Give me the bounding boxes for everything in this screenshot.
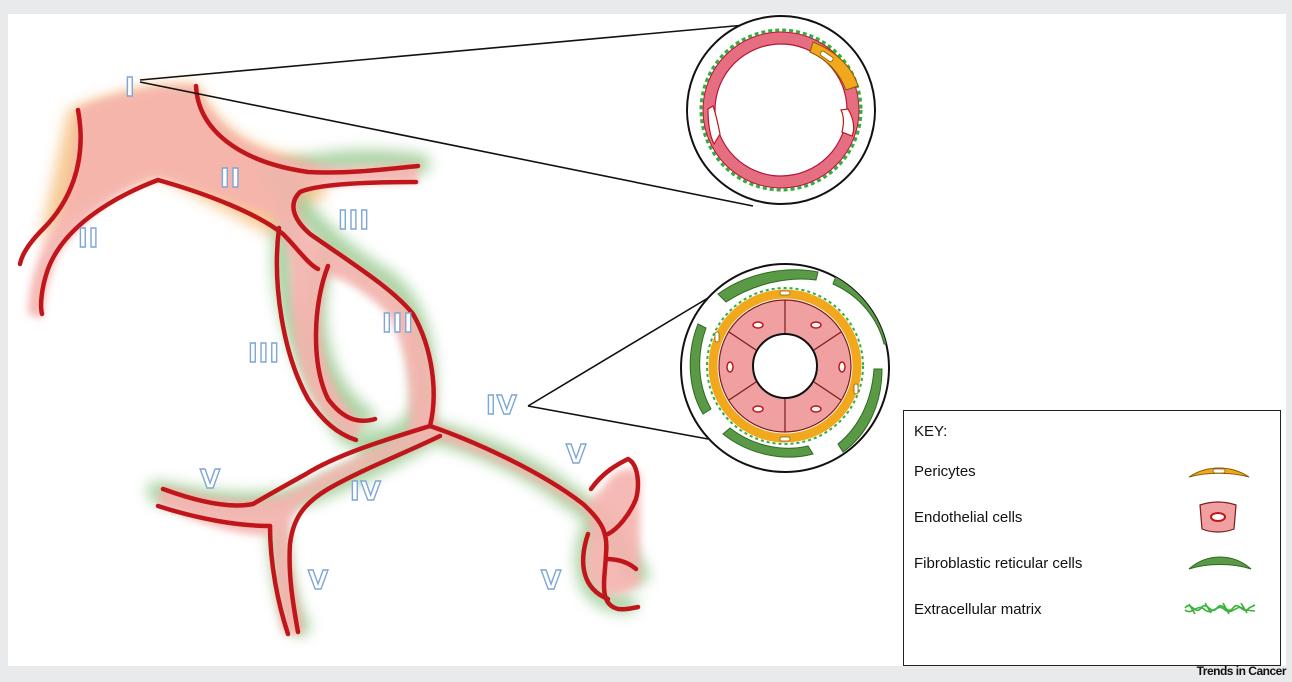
label-level-2: II (78, 224, 99, 254)
label-level-1: I (125, 73, 136, 103)
figure-canvas: I II II III III III IV IV V V V V KEY: P… (8, 14, 1286, 666)
key-item-fibroblastic-reticular-cells: Fibroblastic reticular cells (914, 555, 1082, 572)
label-level-5: V (308, 566, 329, 596)
key-item-extracellular-matrix: Extracellular matrix (914, 601, 1042, 618)
vessel-tree (20, 84, 640, 634)
extracellular-matrix-icon (1183, 597, 1257, 619)
key-item-pericytes: Pericytes (914, 463, 976, 480)
label-level-5: V (566, 440, 587, 470)
label-level-5: V (541, 566, 562, 596)
endothelial-cell-icon (1196, 499, 1240, 535)
label-level-4: IV (486, 391, 518, 421)
key-legend: KEY: Pericytes Endothelial cells Fibrobl… (903, 410, 1281, 666)
inset-level-4 (681, 264, 893, 472)
key-title: KEY: (914, 423, 947, 440)
inset-level-1 (687, 16, 875, 204)
pericyte-icon (1187, 463, 1251, 481)
fibroblast-halo (158, 160, 638, 626)
label-level-4: IV (350, 477, 382, 507)
zoom-lines (140, 24, 756, 439)
label-level-5: V (200, 465, 221, 495)
journal-footer: Trends in Cancer (1197, 664, 1286, 678)
key-item-endothelial-cells: Endothelial cells (914, 509, 1022, 526)
label-level-2: II (220, 164, 241, 194)
fibroblastic-reticular-cell-icon (1187, 551, 1253, 573)
label-level-3: III (248, 339, 280, 369)
label-level-3: III (338, 206, 370, 236)
label-level-3: III (382, 309, 414, 339)
